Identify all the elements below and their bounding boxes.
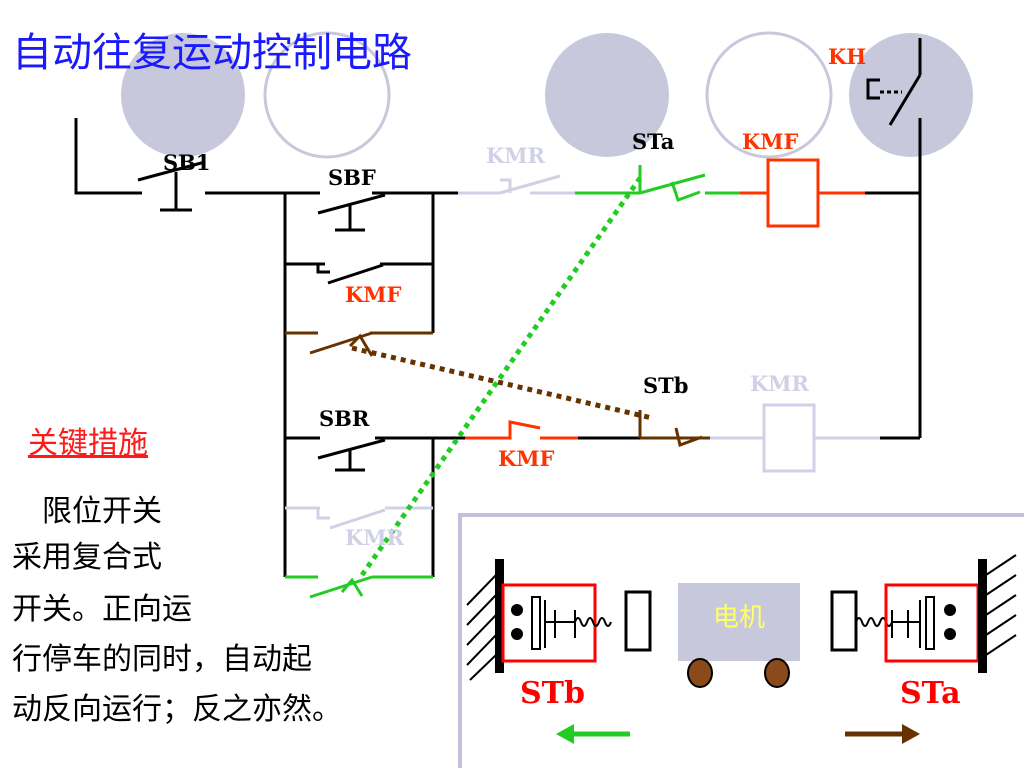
bg-circle-outline <box>705 31 833 159</box>
kmr-coil-label: KMR <box>750 371 809 396</box>
sbr-switch <box>317 438 386 472</box>
sta-linkage <box>359 176 643 577</box>
bg-circle-filled <box>121 33 245 157</box>
sbf-label: SBF <box>328 165 376 190</box>
key-measure-line: 限位开关 <box>12 494 162 529</box>
kmr-top-contact <box>458 174 575 195</box>
stb-contact <box>638 410 710 447</box>
stb-panel-label: STb <box>520 676 585 711</box>
kmf-interlock-label: KMF <box>498 446 554 471</box>
kh-label: KH <box>828 44 866 69</box>
key-measure-line: 行停车的同时，自动起 <box>12 642 312 677</box>
kmf-coil-label: KMF <box>742 129 798 154</box>
sta-bottom-contact <box>285 575 433 599</box>
kmf-nc-contact <box>285 331 433 357</box>
right-wall <box>978 554 1017 673</box>
sta-top-contact <box>575 165 740 202</box>
kmr-top-label: KMR <box>486 143 545 168</box>
sbf-switch <box>317 193 386 232</box>
sbr-label: SBR <box>319 406 370 431</box>
bg-circle-filled <box>545 33 669 157</box>
key-measure-line: 动反向运行；反之亦然。 <box>12 692 342 727</box>
motor-body <box>678 583 800 661</box>
bg-circle-outline <box>263 31 391 159</box>
stb-switch-body <box>511 590 652 652</box>
stb-linkage <box>351 345 653 421</box>
sta-top-label: STa <box>632 129 675 154</box>
page-title: 自动往复运动控制电路 <box>12 30 412 76</box>
background-circles <box>121 31 973 159</box>
kmf-coil <box>740 158 865 228</box>
kmf-interlock-contact <box>465 420 578 440</box>
left-arrow <box>556 724 630 744</box>
sb1-switch <box>74 118 288 212</box>
key-measure-line: 采用复合式 <box>12 540 162 575</box>
sta-panel-label: STa <box>900 676 961 711</box>
kmr-coil <box>710 403 880 473</box>
key-measure-line: 开关。正向运 <box>12 592 192 627</box>
key-measure-heading: 关键措施 <box>28 426 148 461</box>
kmf-hold-label: KMF <box>345 282 401 307</box>
motor-label: 电机 <box>713 603 765 633</box>
bg-circle-filled <box>849 33 973 157</box>
kh-relay <box>866 38 922 438</box>
right-arrow <box>845 724 920 744</box>
wheel <box>687 658 713 688</box>
stb-mid-label: STb <box>643 373 688 398</box>
kmf-hold-contact <box>316 263 384 285</box>
motion-panel: 电机 STb STa <box>458 513 1024 768</box>
kmr-hold-label: KMR <box>345 525 404 550</box>
sb1-label: SB1 <box>163 150 211 175</box>
wheel <box>764 658 790 688</box>
branch-wiring <box>283 191 465 577</box>
left-wall <box>466 559 504 681</box>
sta-switch-body <box>830 590 956 652</box>
stb-switch-box <box>501 583 597 663</box>
